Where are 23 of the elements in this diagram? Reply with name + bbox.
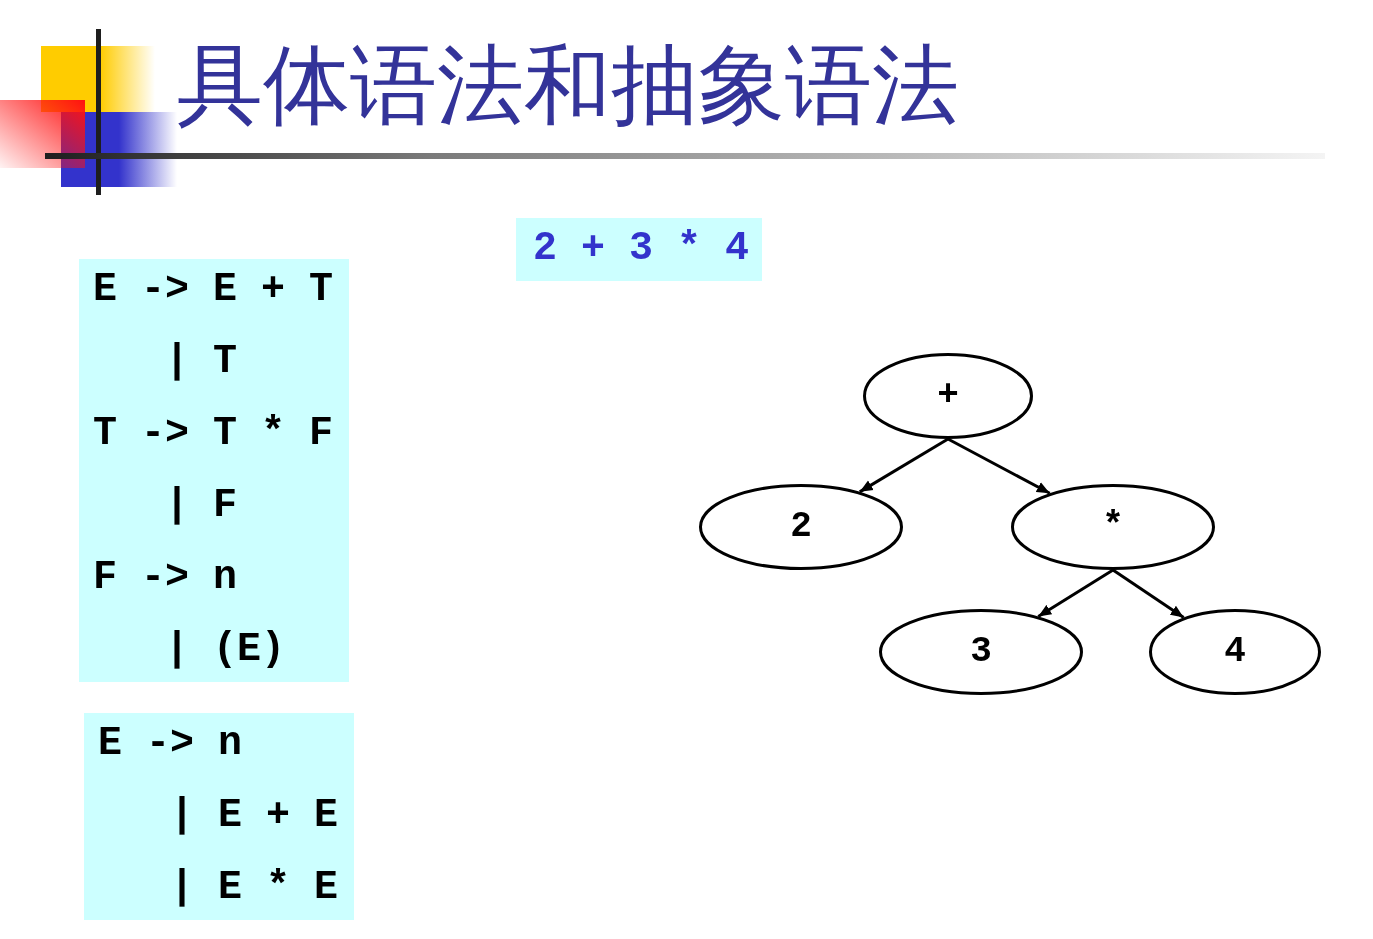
grammar-rule: | T bbox=[165, 342, 237, 382]
node-label: 3 bbox=[970, 632, 992, 672]
node-label: * bbox=[1102, 507, 1124, 547]
arrow bbox=[947, 437, 1051, 495]
node-label: + bbox=[937, 376, 959, 416]
grammar-rule: | E + E bbox=[170, 796, 339, 836]
expression-text: 2 + 3 * 4 bbox=[533, 229, 750, 269]
grammar-box bbox=[79, 259, 349, 682]
grammar-rule: | (E) bbox=[165, 630, 286, 670]
arrow bbox=[1037, 568, 1114, 618]
grammar-rule: T -> T * F bbox=[93, 414, 334, 454]
grammar-rule: E -> E + T bbox=[93, 270, 334, 310]
grammar-rule: E -> n bbox=[98, 724, 243, 764]
grammar-box bbox=[84, 713, 354, 920]
grammar-rule: | F bbox=[165, 486, 237, 526]
expression-box bbox=[516, 218, 762, 281]
grammar-rule: F -> n bbox=[93, 558, 238, 598]
grammar-rule: | E * E bbox=[170, 868, 339, 908]
slide-title: 具体语法和抽象语法 bbox=[176, 33, 959, 138]
arrow bbox=[858, 437, 949, 494]
node-label: 4 bbox=[1224, 632, 1246, 672]
arrow bbox=[1112, 568, 1185, 619]
node-label: 2 bbox=[790, 507, 812, 547]
